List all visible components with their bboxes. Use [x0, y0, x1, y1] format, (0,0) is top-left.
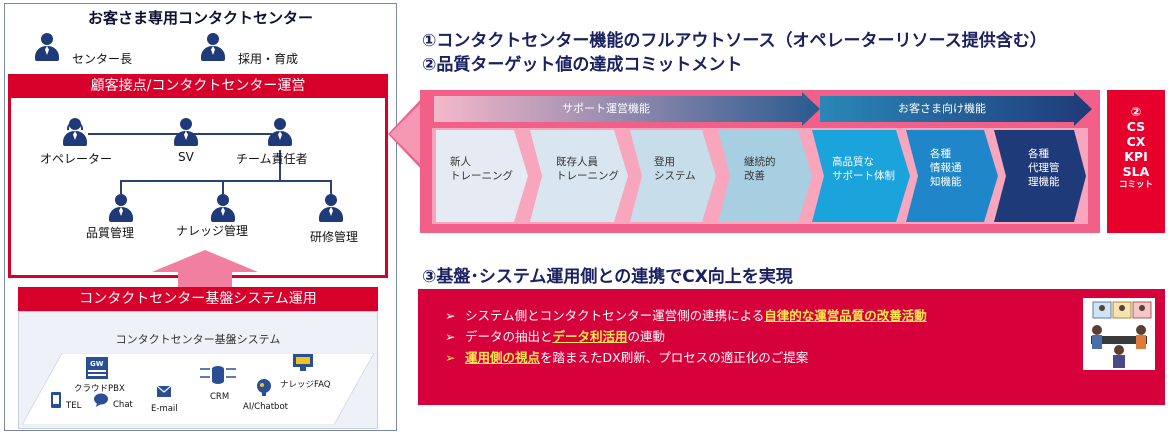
pbx-badge: GW	[90, 360, 104, 368]
step-continuous-improvement: 継続的改善	[744, 156, 776, 182]
commit-sla: SLA	[1122, 164, 1150, 179]
step-existing-training: 既存人員トレーニング	[556, 156, 619, 182]
step-promotion-system: 登用システム	[654, 156, 696, 182]
ai-label: AI/Chatbot	[243, 402, 288, 412]
step-new-training: 新人トレーニング	[450, 156, 513, 182]
band-customer-label: お客さま向け機能	[898, 102, 986, 115]
phone-icon	[51, 392, 61, 408]
person-icon	[173, 118, 199, 146]
server-icon	[86, 357, 108, 379]
operations-header: 顧客接点/コンタクトセンター運営	[8, 74, 388, 98]
pbx-label: クラウドPBX	[74, 384, 125, 394]
role-recruit-training: 採用・育成	[238, 52, 299, 66]
faq-label: ナレッジFAQ	[280, 380, 331, 390]
email-icon	[157, 386, 171, 397]
step-notification: 各種情報通知機能	[930, 148, 962, 188]
role-center-manager: センター長	[72, 52, 133, 66]
headline-outsource: ①コンタクトセンター機能のフルアウトソース（オペレーターリソース提供含む）	[422, 31, 1047, 51]
step-chevron	[812, 130, 910, 222]
up-arrow-icon	[152, 250, 258, 290]
system-header: コンタクトセンター基盤システム運用	[18, 287, 378, 311]
org-team-leader: チーム責任者	[236, 152, 308, 166]
commit-number: ②	[1130, 104, 1142, 119]
org-quality: 品質管理	[86, 226, 135, 240]
step-chevron	[718, 130, 812, 222]
system-title: コンタクトセンター基盤システム	[115, 333, 281, 346]
step-chevron	[630, 130, 716, 222]
tel-label: TEL	[66, 401, 82, 411]
step-quality-support: 高品質なサポート体制	[832, 156, 895, 182]
commit-label: コミット	[1118, 180, 1153, 190]
crm-icon	[200, 366, 236, 384]
org-sv: SV	[178, 150, 194, 164]
step-chevron	[436, 130, 528, 222]
person-icon	[210, 194, 236, 222]
step-chevron	[906, 130, 998, 222]
left-title: お客さま専用コンタクトセンター	[87, 9, 313, 27]
commit-cs: CS	[1126, 119, 1146, 134]
step-agency-management: 各種代理管理機能	[1028, 148, 1060, 188]
chat-icon	[94, 393, 108, 407]
integration-panel	[418, 289, 1165, 405]
bullet-item: ➢システム側とコンタクトセンター運営側の連携による自律的な運営品質の改善活動	[445, 308, 927, 323]
operator-headset-icon	[62, 118, 88, 146]
person-icon	[200, 33, 226, 61]
faq-monitor-icon	[293, 354, 313, 371]
org-knowledge: ナレッジ管理	[176, 224, 249, 238]
bullet-item: ➢運用側の視点を踏まえたDX刷新、プロセスの適正化のご提案	[445, 350, 809, 365]
operations-box	[8, 74, 388, 278]
org-training: 研修管理	[310, 230, 359, 244]
org-line	[330, 180, 332, 194]
system-platform	[22, 353, 374, 425]
org-line	[120, 180, 122, 194]
meeting-icon	[1083, 298, 1155, 370]
org-line	[222, 180, 224, 194]
connector-arrow	[388, 98, 422, 170]
band-arrows	[434, 92, 1092, 126]
org-line	[279, 150, 281, 181]
contact-center-frame	[4, 3, 397, 431]
person-icon	[267, 118, 293, 146]
person-icon	[318, 194, 344, 222]
commit-cx: CX	[1126, 134, 1146, 149]
bullet-item: ➢データの抽出とデータ利活用の連動	[445, 329, 666, 344]
commit-box: ② CS CX KPI SLA コミット	[1107, 90, 1165, 233]
headline-integration: ③基盤･システム運用側との連携でCX向上を実現	[422, 267, 793, 287]
band-support-label: サポート運営機能	[562, 102, 650, 115]
commit-kpi: KPI	[1124, 149, 1148, 164]
person-icon	[108, 194, 134, 222]
step-chevron	[994, 130, 1086, 222]
org-operator: オペレーター	[40, 152, 113, 166]
org-line	[120, 180, 330, 182]
step-chevron	[530, 130, 628, 222]
chat-label: Chat	[113, 400, 133, 410]
headline-commit: ②品質ターゲット値の達成コミットメント	[422, 55, 743, 75]
email-label: E-mail	[151, 404, 178, 414]
crm-label: CRM	[210, 392, 230, 402]
person-icon	[34, 33, 60, 61]
ai-brain-icon	[257, 379, 271, 396]
